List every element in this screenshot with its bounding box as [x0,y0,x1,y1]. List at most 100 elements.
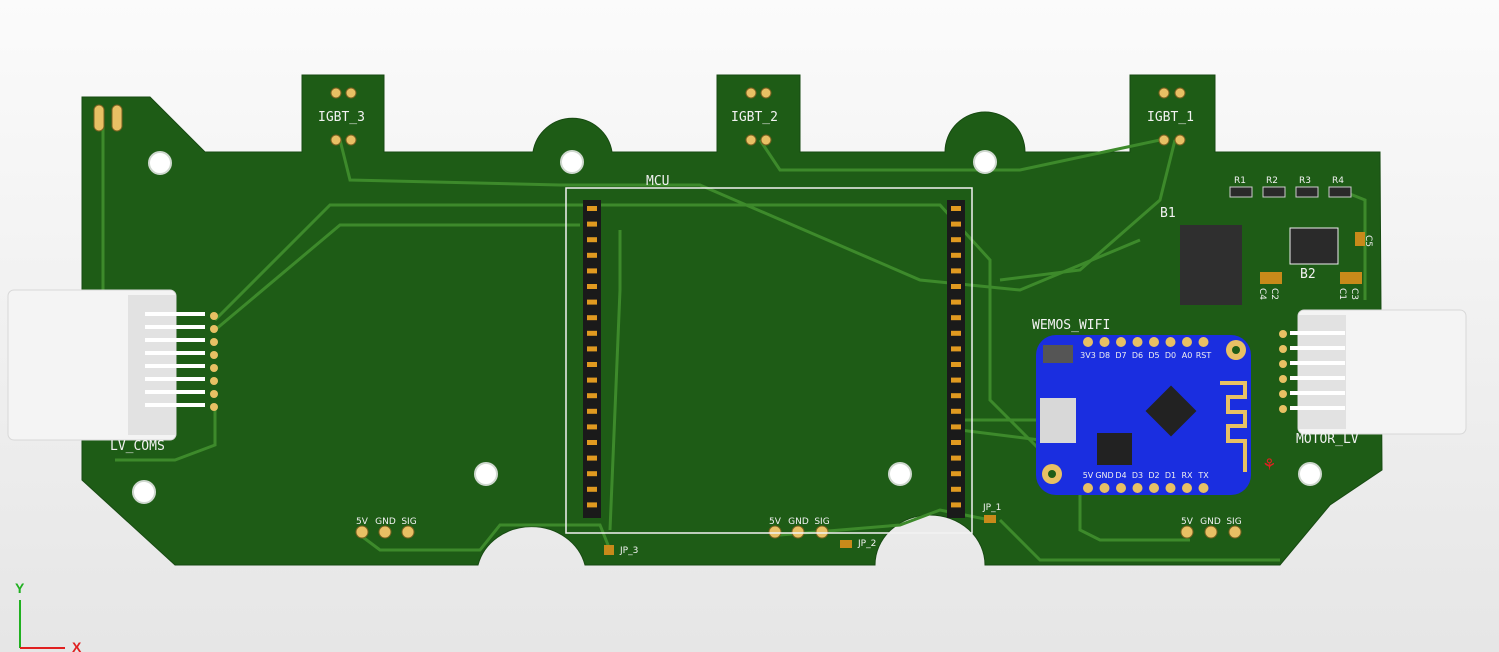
usb-pad [210,312,218,320]
wemos-pin [1198,337,1209,347]
header-pin-label: GND [1200,517,1221,527]
usb-pad [210,390,218,398]
header-pin [951,408,961,414]
header-pin [587,252,597,258]
usb-pad [1279,405,1287,413]
logo-mark: ⚘ [1262,455,1276,474]
label-c3: C3 [1349,288,1359,300]
header-pin [951,252,961,258]
wemos-pin-label: 3V3 [1080,351,1096,360]
label-r3: R3 [1299,176,1311,186]
wemos-pin-label: D4 [1115,471,1126,480]
header-pin [587,424,597,430]
usb-c-connector-right [1297,309,1467,435]
header-pin [951,315,961,321]
usb-pad [210,338,218,346]
header-pin [951,486,961,492]
header-pin [951,393,961,399]
header-pin [587,315,597,321]
header-pin [951,299,961,305]
b2-component [1289,227,1339,265]
header-pin [951,424,961,430]
header-pin [951,377,961,383]
header-pin [587,408,597,414]
label-jp-1: JP_1 [982,503,1001,513]
label-igbt-1: IGBT_1 [1147,110,1194,125]
usb-pin [145,403,205,407]
header-pin-label: 5V [1181,517,1194,527]
header-pin [951,502,961,508]
mcu-outline [565,187,973,534]
usb-pad [210,364,218,372]
usb-pads [145,312,1345,413]
wemos-pin-label: GND [1095,471,1113,480]
axis-x-label: X [72,639,82,652]
wemos-pin [1116,483,1126,493]
header-pin [951,206,961,211]
header-pin-label: GND [375,517,396,527]
label-igbt-2: IGBT_2 [731,110,778,125]
header-pin [587,346,597,352]
wemos-pin-label: D8 [1099,351,1110,360]
label-r1: R1 [1234,176,1246,186]
wemos-pin [1165,337,1176,347]
label-b1: B1 [1160,206,1176,221]
header-pin [951,330,961,336]
label-igbt-3: IGBT_3 [318,110,365,125]
axis-y-label: Y [15,580,25,596]
header-pin-label: SIG [1226,517,1241,527]
label-mcu: MCU [646,174,669,189]
wemos-pin [1149,483,1159,493]
wemos-pin [1099,483,1110,493]
wemos-pin-label: D7 [1115,351,1126,360]
header-pin [587,502,597,508]
usb-pin [1290,391,1345,395]
wemos-pin-label: D3 [1132,471,1143,480]
header-pin [587,377,597,383]
wemos-pin [1149,337,1159,347]
header-pin [587,486,597,492]
label-c4: C4 [1257,288,1267,300]
usb-pad [1279,390,1287,398]
wemos-pin [1099,337,1110,347]
header-pin [587,237,597,243]
usb-pad [210,325,218,333]
wemos-pin [1182,483,1192,493]
label-c2: C2 [1269,288,1279,300]
usb-pin [1290,331,1345,335]
usb-pin [145,325,205,329]
label-b2: B2 [1300,267,1316,282]
header-pins [587,206,961,508]
header-pin [587,330,597,336]
header-pin [951,221,961,227]
header-pin [951,471,961,477]
wemos-pin [1132,337,1143,347]
usb-pin [145,312,205,316]
usb-pin [145,364,205,368]
header-pin [587,471,597,477]
header-pin [587,393,597,399]
mcu-header-right [947,200,965,518]
usb-pin [1290,376,1345,380]
wemos-pin [1165,483,1176,493]
capacitors [1260,232,1365,284]
header-pin-label: 5V [769,517,782,527]
wemos-module [1036,335,1251,495]
header-pin [951,237,961,243]
header-pin-label: 5V [356,517,369,527]
label-motor-lv: MOTOR_LV [1296,432,1359,447]
mounting-holes [132,150,1322,504]
label-c1: C1 [1337,288,1347,300]
jumper-pads [604,515,996,555]
usb-pin [145,351,205,355]
wemos-pin [1198,483,1209,493]
usb-pin [145,377,205,381]
wemos-pin [1116,337,1126,347]
usb-pin [145,390,205,394]
header-pin [587,268,597,274]
header-pin [587,362,597,367]
wemos-pin-label: D6 [1132,351,1143,360]
header-pin [951,455,961,461]
wemos-pin-label: 5V [1083,471,1094,480]
